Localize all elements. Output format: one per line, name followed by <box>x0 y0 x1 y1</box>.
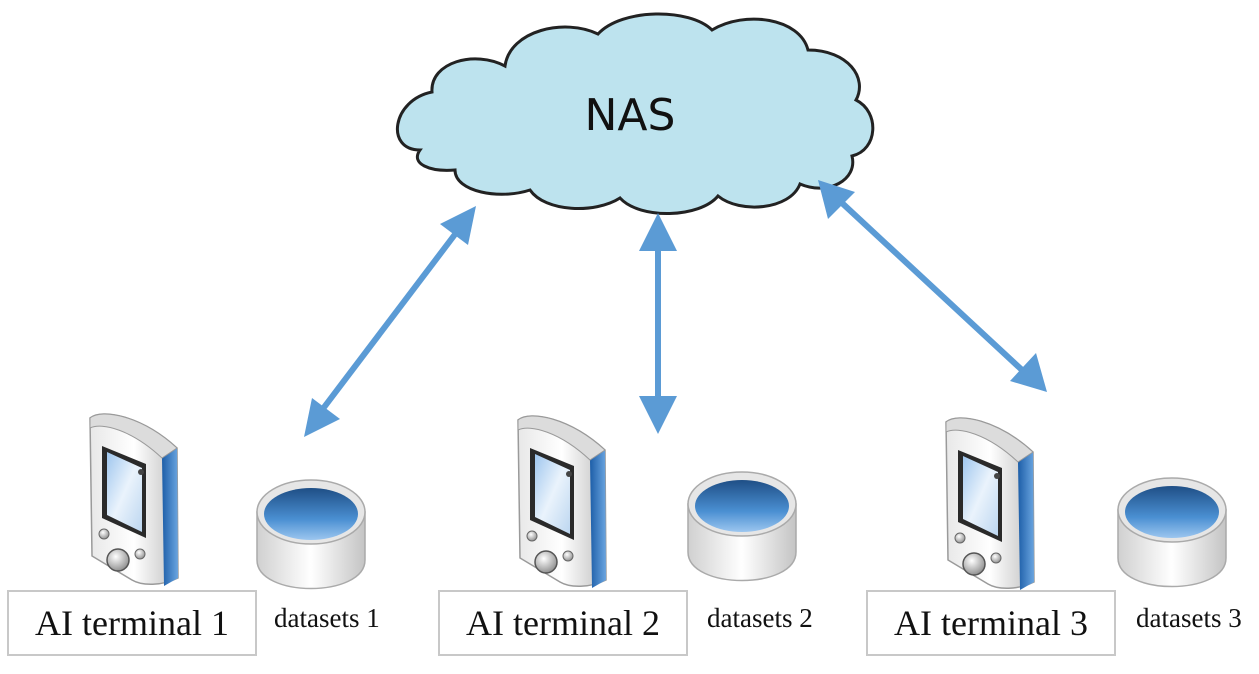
terminal-label-2: AI terminal 2 <box>466 603 660 643</box>
pda-device-icon <box>89 413 179 586</box>
terminal-label-box-3: AI terminal 3 <box>866 590 1116 656</box>
dataset-label-2: datasets 2 <box>707 603 813 633</box>
database-disk-icon <box>1117 477 1227 588</box>
pda-device-icon <box>517 415 607 588</box>
arrow-nas-terminal-2 <box>639 213 677 434</box>
terminal-label-1: AI terminal 1 <box>35 603 229 643</box>
dataset-label-1: datasets 1 <box>274 603 380 633</box>
dataset-label-3: datasets 3 <box>1136 603 1242 633</box>
arrow-nas-terminal-1 <box>304 206 476 437</box>
terminal-label-box-2: AI terminal 2 <box>438 590 688 656</box>
database-disk-icon <box>687 471 797 582</box>
nas-label: NAS <box>584 89 676 141</box>
pda-device-icon <box>945 417 1035 590</box>
terminal-label-box-1: AI terminal 1 <box>7 590 257 656</box>
nas-cloud-shape <box>395 12 875 215</box>
arrow-nas-terminal-3 <box>818 180 1047 392</box>
terminal-label-3: AI terminal 3 <box>894 603 1088 643</box>
database-disk-icon <box>256 479 366 590</box>
